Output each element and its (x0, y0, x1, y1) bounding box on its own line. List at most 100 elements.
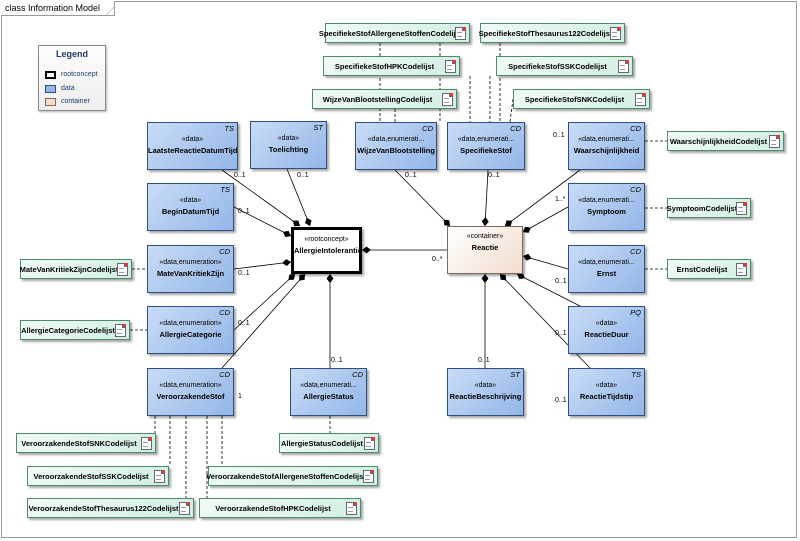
assoc-categorie-diamond (288, 274, 295, 281)
codelist-wijze-van-blootstelling[interactable]: WijzeVanBlootstellingCodelijst (312, 89, 457, 109)
codelist-allergie-status[interactable]: AllergieStatusCodelijst (279, 433, 379, 453)
assoc-toelichting-diamond (305, 217, 312, 226)
document-icon (154, 470, 165, 483)
class-reactie-duur[interactable]: PQ «data» ReactieDuur (568, 306, 645, 354)
codelist-waarschijnlijkheid[interactable]: WaarschijnlijkheidCodelijst (667, 131, 784, 151)
class-allergie-intolerantie[interactable]: «rootconcept» AllergieIntolerantie (291, 227, 362, 274)
legend: Legend rootconcept data container (38, 45, 106, 111)
assoc-veroorzakende-line (221, 273, 306, 369)
document-icon (141, 437, 152, 450)
assoc-specifiekestof-diamond (481, 217, 489, 226)
document-icon (364, 437, 375, 450)
document-icon (363, 470, 374, 483)
multiplicity-tijdstip: 0..1 (555, 397, 567, 404)
multiplicity-veroorzakende: 1 (238, 393, 242, 400)
multiplicity-toelichting: 0..1 (297, 172, 309, 179)
assoc-beschrijving-diamond (481, 274, 489, 283)
assoc-waarschijnlijkheid-diamond (505, 220, 513, 227)
dep-snk (509, 98, 514, 123)
assoc-begin-line (233, 206, 292, 237)
class-reactie[interactable]: «container» Reactie (447, 226, 523, 274)
class-reactie-beschrijving[interactable]: ST «data» ReactieBeschrijving (447, 368, 524, 416)
document-icon (117, 263, 128, 276)
codelist-allergie-categorie[interactable]: AllergieCategorieCodelijst (20, 320, 130, 340)
document-icon (635, 93, 646, 106)
multiplicity-specifiekestof: 0..1 (488, 172, 500, 179)
document-icon (618, 60, 629, 73)
assoc-laatste-line (221, 169, 301, 227)
assoc-waarschijnlijkheid-line (504, 169, 581, 227)
legend-swatch-data (45, 85, 56, 93)
document-icon (736, 263, 747, 276)
codelist-veroorzakende-stof-allergene-stoffen[interactable]: VeroorzakendeStofAllergeneStoffenCodelij… (206, 466, 378, 486)
legend-swatch-rootconcept (45, 71, 56, 79)
multiplicity-symptoom: 1..* (555, 196, 566, 203)
codelist-specifieke-stof-ssk[interactable]: SpecifiekeStofSSKCodelijst (496, 56, 633, 76)
multiplicity-categorie: 0..1 (238, 320, 250, 327)
assoc-tijdstip-diamond (500, 274, 507, 281)
assoc-begin-diamond (282, 230, 291, 238)
multiplicity-wijze: 0..1 (405, 172, 417, 179)
document-icon (442, 93, 453, 106)
assoc-mate-line (233, 261, 292, 270)
multiplicity-laatste: 0..1 (234, 172, 246, 179)
codelist-symptoom[interactable]: SymptoomCodelijst (667, 198, 751, 218)
assoc-ernst-diamond (523, 253, 532, 261)
document-icon (115, 324, 126, 337)
assoc-status-diamond (326, 274, 334, 283)
document-icon (736, 202, 747, 215)
diagram-tab: class Information Model (1, 1, 116, 16)
codelist-specifieke-stof-thesaurus122[interactable]: SpecifiekeStofThesaurus122Codelijst (479, 23, 625, 43)
document-icon (610, 27, 621, 40)
codelist-specifieke-stof-allergene-stoffen[interactable]: SpecifiekeStofAllergeneStoffenCodelijst (319, 23, 470, 43)
codelist-specifieke-stof-snk[interactable]: SpecifiekeStofSNKCodelijst (513, 89, 650, 109)
legend-title: Legend (55, 49, 88, 59)
multiplicity-mate: 0..1 (238, 270, 250, 277)
class-mate-van-kritiek-zijn[interactable]: CD «data,enumeration» MateVanKritiekZijn (147, 245, 234, 293)
legend-swatch-container (45, 98, 56, 106)
assoc-toelichting-line (286, 168, 311, 227)
class-allergie-status[interactable]: CD «data,enumerati... AllergieStatus (290, 368, 367, 416)
assoc-wijze-diamond (443, 219, 450, 226)
assoc-specifiekestof-line (484, 169, 489, 227)
document-icon (346, 502, 357, 515)
codelist-veroorzakende-stof-ssk[interactable]: VeroorzakendeStofSSKCodelijst (27, 466, 169, 486)
assoc-reactieduur-diamond (517, 272, 526, 280)
codelist-veroorzakende-stof-hpk[interactable]: VeroorzakendeStofHPKCodelijst (199, 498, 361, 518)
multiplicity-ernst: 0..1 (555, 278, 567, 285)
multiplicity-beschrijving: 0..1 (478, 357, 490, 364)
assoc-laatste-diamond (292, 220, 300, 227)
codelist-ernst[interactable]: ErnstCodelijst (667, 259, 751, 279)
assoc-wijze-line (394, 169, 451, 227)
class-toelichting[interactable]: ST «data» Toelichting (250, 121, 327, 169)
multiplicity-reactie: 0..* (432, 256, 443, 263)
codelist-veroorzakende-stof-snk[interactable]: VeroorzakendeStofSNKCodelijst (16, 433, 156, 453)
codelist-specifieke-stof-hpk[interactable]: SpecifiekeStofHPKCodelijst (323, 56, 460, 76)
document-icon (455, 27, 466, 40)
assoc-categorie-line (233, 273, 296, 331)
document-icon (179, 502, 190, 515)
multiplicity-status: 0..1 (331, 357, 343, 364)
codelist-veroorzakende-stof-thesaurus122[interactable]: VeroorzakendeStofThesaurus122Codelijst (27, 498, 194, 518)
codelist-mate-van-kritiek-zijn[interactable]: MateVanKritiekZijnCodelijst (20, 259, 132, 279)
class-allergie-categorie[interactable]: CD «data,enumeration» AllergieCategorie (147, 306, 234, 354)
class-wijze-van-blootstelling[interactable]: CD «data,enumerati... WijzeVanBlootstell… (355, 122, 437, 170)
document-icon (769, 135, 780, 148)
class-specifieke-stof[interactable]: CD «data,enumerati... SpecifiekeStof (447, 122, 525, 170)
class-reactie-tijdstip[interactable]: TS «data» ReactieTijdstip (568, 368, 645, 416)
assoc-veroorzakende-diamond (299, 274, 305, 281)
multiplicity-begin: 0..1 (238, 208, 250, 215)
assoc-reactie-diamond (362, 246, 371, 254)
class-begin-datum-tijd[interactable]: TS «data» BeginDatumTijd (147, 183, 234, 231)
class-veroorzakende-stof[interactable]: CD «data,enumeration» VeroorzakendeStof (147, 368, 234, 416)
assoc-reactieduur-line (516, 273, 581, 307)
multiplicity-waarschijnlijkheid: 0..1 (553, 132, 565, 139)
class-ernst[interactable]: CD «data,enumerati... Ernst (568, 245, 645, 293)
class-laatste-reactie-datum-tijd[interactable]: TS «data» LaatsteReactieDatumTijd (147, 122, 238, 170)
class-waarschijnlijkheid[interactable]: CD «data,enumerati... Waarschijnlijkheid (568, 122, 645, 170)
assoc-symptoom-diamond (523, 226, 531, 233)
class-symptoom[interactable]: CD «data,enumerati... Symptoom (568, 183, 645, 231)
